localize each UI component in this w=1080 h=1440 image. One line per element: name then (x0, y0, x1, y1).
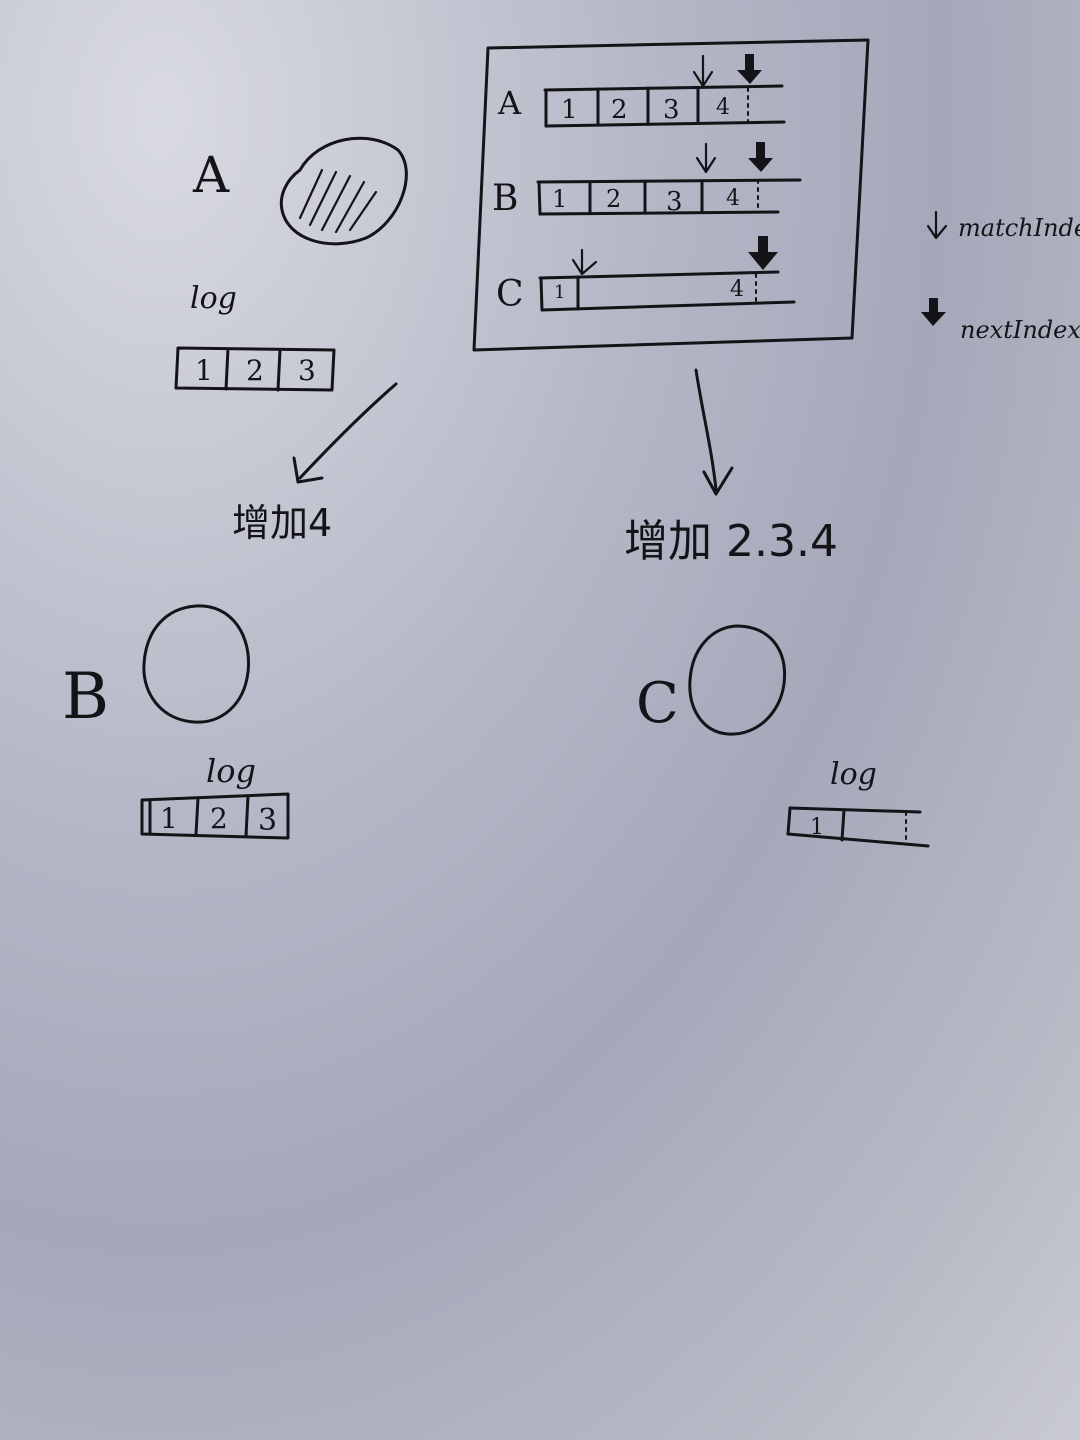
leader-state-box: A 1 2 3 4 B (472, 38, 870, 352)
node-a-log-label: log (190, 281, 237, 316)
state-cell: 2 (611, 95, 628, 125)
state-row-b: B 1 2 3 4 (492, 142, 802, 219)
next-index-arrow (748, 142, 773, 172)
node-c-circle (688, 624, 787, 736)
action-label-c: 增加 2.3.4 (624, 516, 838, 567)
state-row-label: C (496, 274, 524, 315)
state-cell: 4 (730, 277, 744, 302)
node-a-log-entry: 1 (195, 354, 213, 387)
node-b-circle (142, 604, 250, 724)
node-a-log-entry: 3 (298, 354, 316, 387)
node-b-log-entry: 1 (160, 802, 178, 835)
node-a: A log 1 2 3 (174, 136, 408, 392)
state-cell: 3 (663, 95, 680, 125)
state-cell: 2 (606, 185, 621, 213)
node-a-log-entry: 2 (246, 354, 264, 387)
match-index-arrow (692, 54, 714, 88)
arrow-to-c (694, 368, 734, 496)
state-row-c: C 1 4 (496, 236, 796, 315)
node-c-log: 1 (786, 806, 930, 848)
node-b-log: 1 2 3 (140, 792, 290, 840)
node-b-log-label: log (206, 752, 256, 790)
match-index-arrow (695, 142, 717, 174)
node-c-log-entry: 1 (810, 815, 824, 840)
node-b-log-entry: 2 (210, 802, 228, 835)
legend: matchIndex nextIndex (921, 210, 1080, 344)
action-label-b: 增加4 (232, 501, 332, 545)
state-row-label: A (497, 84, 522, 122)
node-c-log-label: log (830, 757, 877, 792)
node-a-log: 1 2 3 (174, 346, 336, 392)
node-b-log-entry: 3 (258, 803, 277, 838)
state-cell: 1 (552, 185, 567, 213)
arrow-to-b (292, 382, 398, 484)
node-a-shaded-circle (279, 136, 408, 246)
state-cell: 4 (716, 95, 730, 120)
next-index-arrow (748, 236, 778, 270)
state-cell: 4 (726, 186, 740, 211)
legend-next-index: nextIndex (921, 298, 1080, 344)
match-index-arrow (571, 248, 598, 276)
state-cell: 3 (666, 187, 683, 217)
state-row-a: A 1 2 3 4 (497, 54, 786, 128)
state-cell: 1 (561, 95, 578, 125)
node-a-label: A (192, 146, 230, 204)
node-c-label: C (636, 671, 679, 736)
legend-next-index-label: nextIndex (960, 316, 1080, 344)
state-row-label: B (492, 178, 518, 219)
node-b: B log 1 2 3 (62, 604, 290, 840)
next-index-arrow (737, 54, 762, 84)
legend-match-index: matchIndex (926, 210, 1080, 242)
node-c: C log 1 (636, 624, 930, 848)
node-b-label: B (62, 660, 109, 734)
legend-match-index-label: matchIndex (958, 214, 1080, 242)
state-cell: 1 (554, 282, 565, 303)
